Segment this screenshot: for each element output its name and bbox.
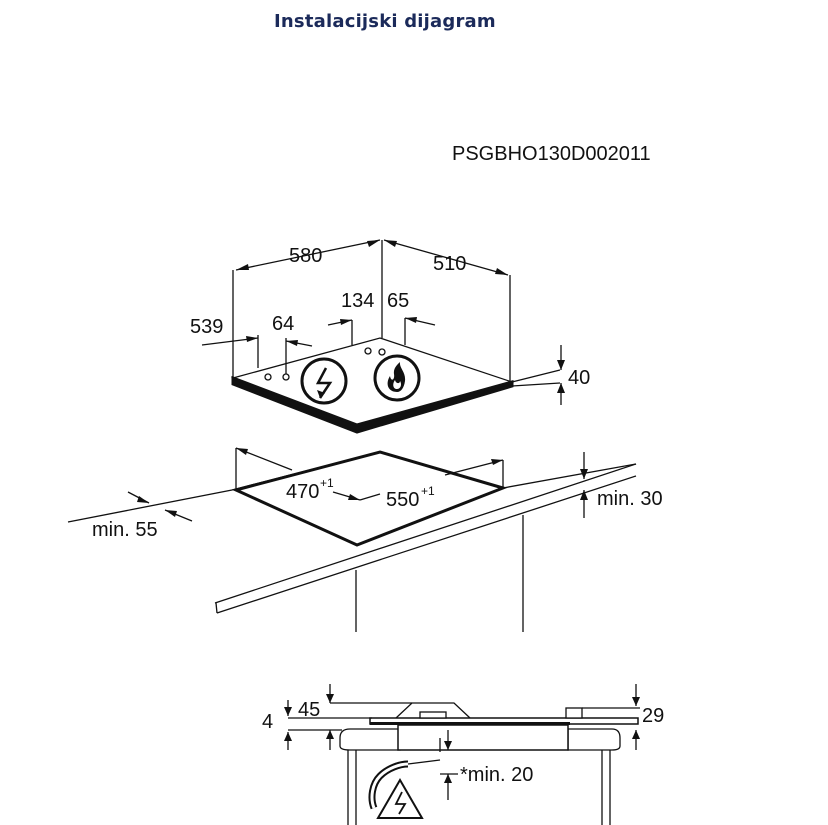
hob-top-view: [201, 239, 565, 434]
electric-bolt-icon: [300, 357, 348, 405]
gas-flame-icon: [373, 354, 421, 402]
dim-470: 470: [286, 481, 319, 503]
side-section-view: [284, 684, 640, 825]
dim-min-20: *min. 20: [460, 764, 533, 786]
dim-550-tol: +1: [421, 484, 435, 498]
page-title: Instalacijski dijagram: [274, 11, 496, 32]
hob-top-surface: [230, 337, 515, 426]
dim-550: 550: [386, 489, 419, 511]
countertop-cutout: [67, 447, 637, 632]
dim-580: 580: [289, 245, 322, 267]
dim-4: 4: [262, 711, 273, 733]
cutout-opening: [231, 450, 508, 547]
diagram-code: PSGBHO130D002011: [452, 143, 651, 165]
dim-539: 539: [190, 316, 223, 338]
dim-470-tol: +1: [320, 476, 334, 490]
dim-29: 29: [642, 705, 664, 727]
dim-min-55: min. 55: [92, 519, 158, 541]
dim-45: 45: [298, 699, 320, 721]
dim-40: 40: [568, 367, 590, 389]
electric-warning-icon: [376, 778, 424, 819]
dim-134: 134: [341, 290, 374, 312]
dim-min-30: min. 30: [597, 488, 663, 510]
dim-510: 510: [433, 253, 466, 275]
hob-edge: [231, 375, 514, 434]
dim-64: 64: [272, 313, 294, 335]
dim-65: 65: [387, 290, 409, 312]
